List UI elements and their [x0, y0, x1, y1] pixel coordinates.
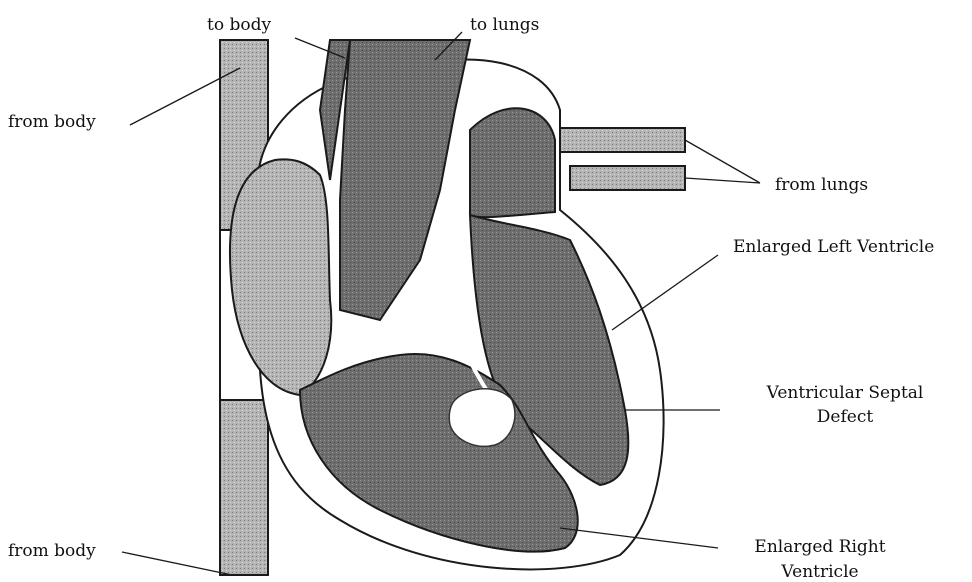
pulmonary-vein-upper	[555, 128, 685, 152]
ventricular-septal-defect	[449, 389, 515, 447]
pulmonary-vein-lower	[570, 166, 685, 190]
label-from-body-bottom: from body	[8, 541, 96, 561]
right-atrium	[230, 159, 331, 395]
label-erv-line1: Enlarged Right	[754, 537, 885, 557]
leader-from-lungs-lower	[685, 178, 760, 183]
label-erv-line2: Ventricle	[780, 562, 858, 582]
label-from-lungs: from lungs	[775, 175, 868, 195]
label-vsd-line1: Ventricular Septal	[766, 383, 924, 403]
label-to-lungs: to lungs	[470, 15, 539, 35]
label-from-body-top: from body	[8, 112, 96, 132]
inferior-vena-cava	[220, 400, 268, 575]
label-vsd-line2: Defect	[817, 407, 874, 427]
pulmonary-veins	[555, 128, 685, 190]
left-atrium	[470, 108, 555, 217]
label-to-body: to body	[207, 15, 271, 35]
leader-from-lungs-upper	[685, 140, 760, 183]
leader-from-body-bottom	[122, 552, 232, 575]
label-enlarged-left-ventricle: Enlarged Left Ventricle	[733, 237, 934, 257]
